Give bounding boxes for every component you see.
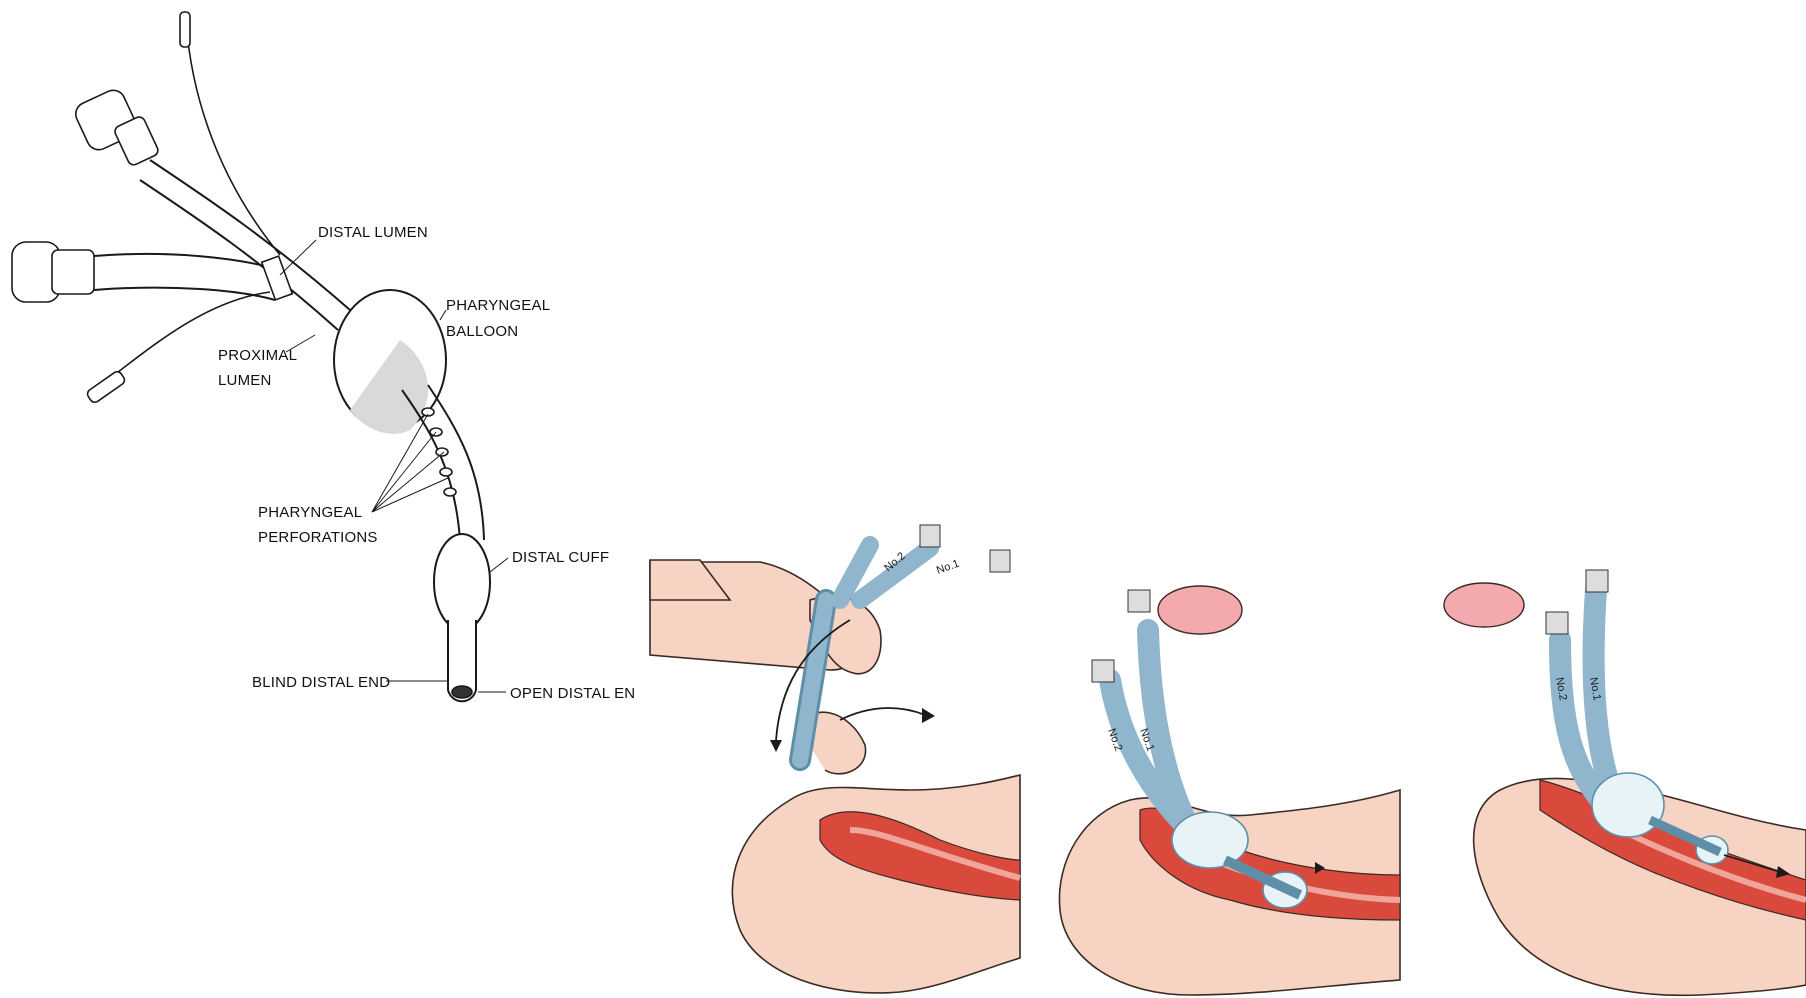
distal-cuff (434, 534, 490, 630)
label-pharyngeal-balloon-2: BALLOON (446, 323, 518, 340)
tube-1-marking-no1: No.1 (935, 558, 961, 577)
label-proximal-lumen-1: PROXIMAL (218, 347, 297, 364)
label-pharyngeal-perforations-1: PHARYNGEAL (258, 504, 362, 521)
panel-insertion: No.1 No.2 (650, 525, 1020, 993)
label-pharyngeal-perforations-2: PERFORATIONS (258, 529, 378, 546)
connector-upper (72, 86, 160, 166)
label-open-distal-end: OPEN DISTAL EN (510, 685, 635, 702)
arrow-right (840, 708, 925, 720)
panel-placement-2: No.1 No.2 (1444, 570, 1806, 995)
pharyngeal-cuff-3 (1592, 773, 1664, 837)
ventilation-bag-2 (1158, 586, 1242, 634)
label-proximal-lumen-2: LUMEN (218, 372, 272, 389)
leader-distal-cuff (490, 558, 508, 572)
label-blind-distal-end: BLIND DISTAL END (252, 674, 390, 691)
pilot-valve-top (180, 12, 190, 47)
panel-placement-1: No.1 No.2 (1059, 586, 1400, 995)
ventilation-bag-3 (1444, 583, 1524, 627)
label-distal-lumen: DISTAL LUMEN (318, 224, 428, 241)
connector-lower (12, 242, 94, 302)
pilot-valve-lower (86, 370, 127, 404)
label-distal-cuff: DISTAL CUFF (512, 549, 609, 566)
tube-lower (94, 254, 280, 270)
pharyngeal-cuff-2 (1172, 812, 1248, 868)
label-pharyngeal-balloon-1: PHARYNGEAL (446, 297, 550, 314)
